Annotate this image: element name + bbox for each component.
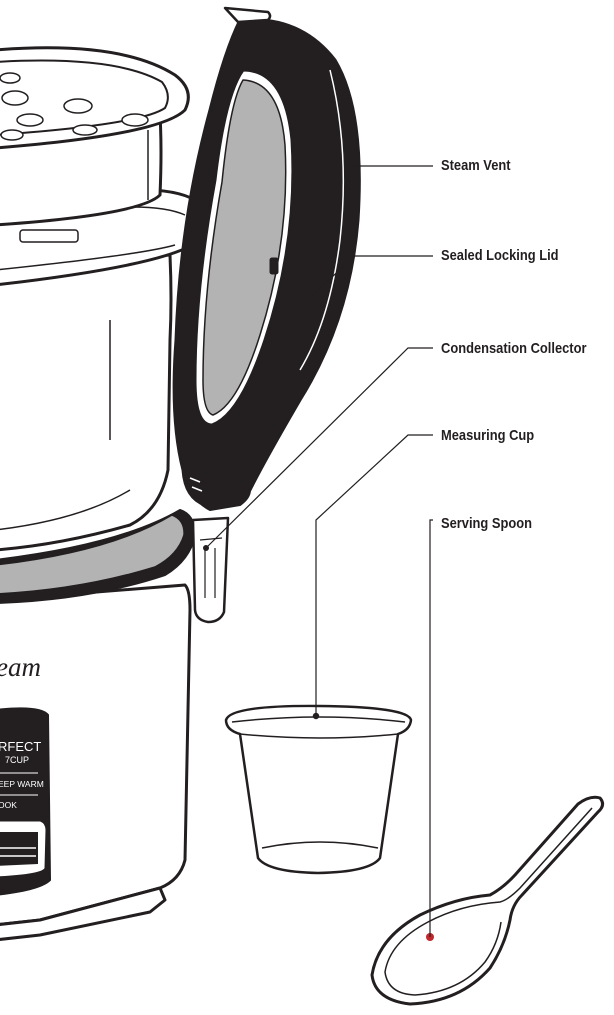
mode-keep-warm-text: EEP WARM [0,779,44,789]
label-sealed-locking-lid: Sealed Locking Lid [441,247,559,264]
sealed-locking-lid [172,6,361,511]
leader-lines [205,165,433,937]
label-measuring-cup: Measuring Cup [441,427,535,444]
mode-cook-text: OOK [0,800,17,810]
leader-serving-spoon [429,519,433,937]
label-serving-spoon: Serving Spoon [441,515,533,532]
condensation-collector [191,516,230,624]
leader-sealed-lid [309,255,433,298]
leader-measuring-cup [315,434,433,716]
control-panel: RFECT 7CUP EEP WARM OOK [0,707,52,896]
model-capacity-text: 7CUP [5,755,29,765]
leader-condensation-collector [205,347,433,549]
model-name-text: RFECT [0,739,41,754]
serving-spoon [370,795,605,1006]
measuring-cup [224,704,413,875]
steam-tray [0,46,208,286]
label-steam-vent: Steam Vent [441,157,511,174]
inner-pot [0,253,173,552]
label-condensation-collector: Condensation Collector [441,340,587,357]
brand-logo-text: eam [0,652,41,682]
